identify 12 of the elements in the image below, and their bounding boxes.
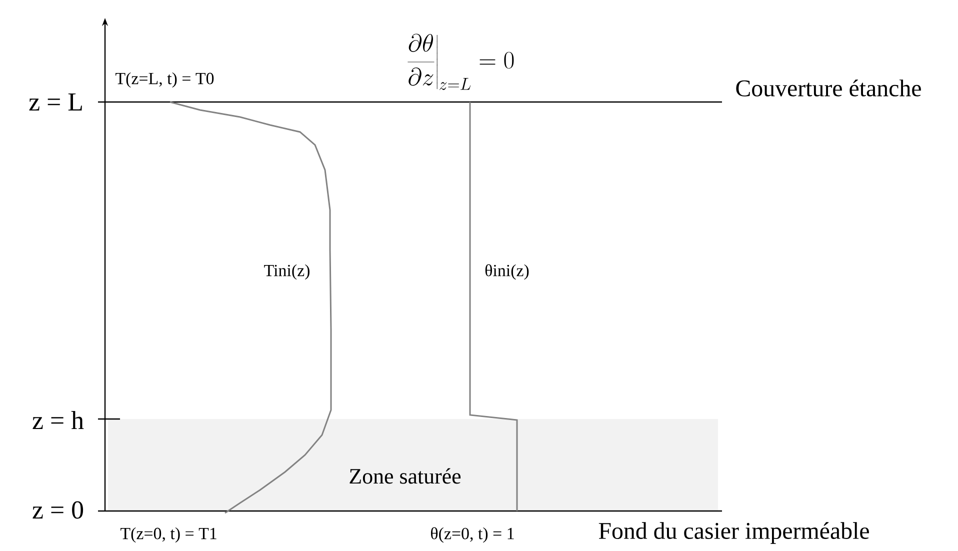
boundary-condition: θ(z=0, t) = 1	[431, 527, 514, 543]
axis-label: z = L	[29, 94, 82, 110]
surface-label: Couverture étanche	[736, 80, 921, 96]
axis-label: z = 0	[32, 501, 84, 519]
boundary-condition-formula: $\left.\frac{\partial\theta}{\partial z}\right|_{z=L} = 0$	[408, 34, 514, 90]
axis-label: z = h	[32, 411, 84, 429]
boundary-condition: T(z=L, t) = T0	[116, 72, 214, 88]
boundary-condition: T(z=0, t) = T1	[120, 527, 216, 543]
saturated-zone-band: Zone saturée	[108, 419, 718, 511]
base-label: Fond du casier imperméable	[598, 522, 869, 544]
curve-label: θini(z)	[485, 264, 529, 280]
curve-label: Tini(z)	[264, 264, 310, 280]
